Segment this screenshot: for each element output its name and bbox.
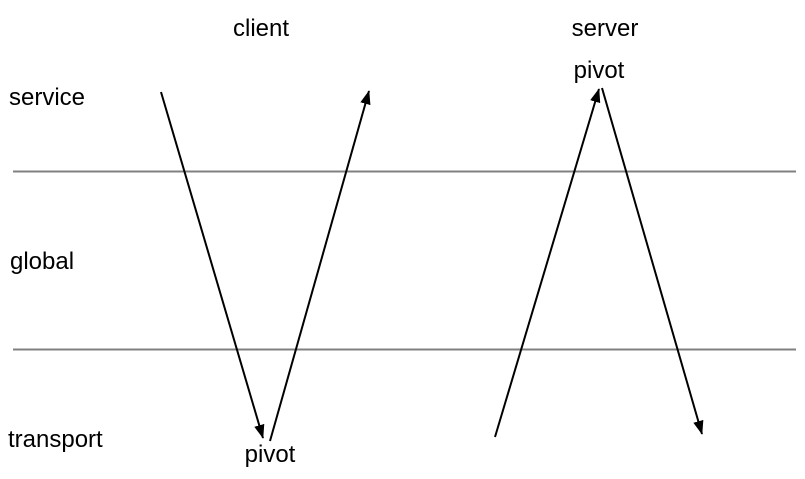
arrow-client-down <box>160 91 265 439</box>
arrow-client-up <box>269 90 371 442</box>
layer-label-global: global <box>10 248 74 275</box>
arrow-server-down <box>601 87 704 435</box>
server-pivot-label: pivot <box>574 57 625 84</box>
server-column-label: server <box>572 15 639 42</box>
arrow-server-up <box>494 88 601 438</box>
layer-label-transport: transport <box>8 426 103 453</box>
layer-label-service: service <box>9 84 85 111</box>
client-column-label: client <box>233 15 289 42</box>
client-pivot-label: pivot <box>245 441 296 468</box>
